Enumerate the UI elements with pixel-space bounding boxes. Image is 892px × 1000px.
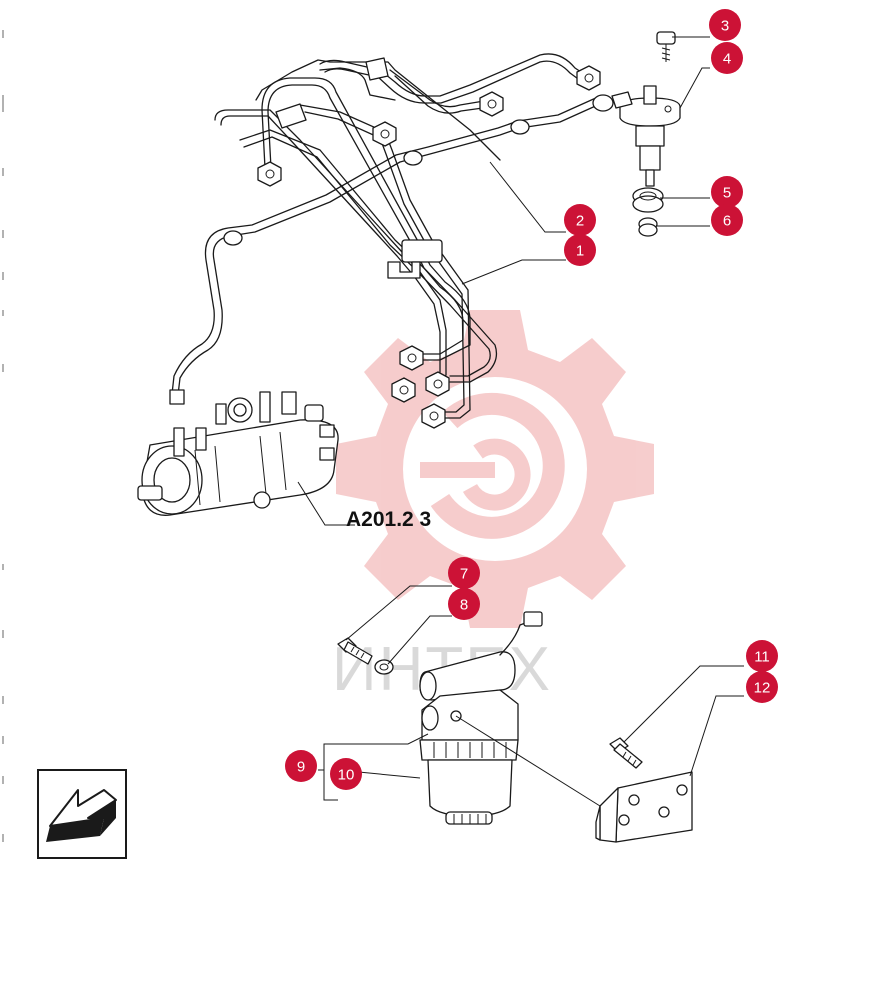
arrow-back-icon <box>46 789 117 842</box>
callout-badge-7[interactable]: 7 <box>448 557 480 589</box>
callout-label: 3 <box>721 18 729 35</box>
fuel-filter-assembly <box>337 611 693 843</box>
callout-badge-5[interactable]: 5 <box>711 176 743 208</box>
callout-badge-1[interactable]: 1 <box>564 234 596 266</box>
pipe-nuts <box>257 65 601 429</box>
callout-label: 5 <box>723 185 731 202</box>
leader-lines <box>318 36 744 801</box>
injection-lines-bundle <box>214 53 591 419</box>
callout-label: 12 <box>754 680 771 697</box>
nav-arrow-box[interactable] <box>37 769 127 859</box>
callout-label: 8 <box>460 597 468 614</box>
callout-label: 9 <box>297 759 305 776</box>
callout-label: 6 <box>723 213 731 230</box>
callout-badge-3[interactable]: 3 <box>709 9 741 41</box>
callout-badge-9[interactable]: 9 <box>285 750 317 782</box>
callout-badge-8[interactable]: 8 <box>448 588 480 620</box>
callout-badge-4[interactable]: 4 <box>711 42 743 74</box>
callout-label: 1 <box>576 243 584 260</box>
callout-badge-6[interactable]: 6 <box>711 204 743 236</box>
callout-label: 2 <box>576 213 584 230</box>
injector-assembly <box>611 31 681 237</box>
pump-reference-label: A201.2 3 <box>346 508 431 531</box>
callout-label: 4 <box>723 51 731 68</box>
leak-off-line <box>169 94 614 405</box>
callout-badge-2[interactable]: 2 <box>564 204 596 236</box>
callout-badge-10[interactable]: 10 <box>330 758 362 790</box>
injection-pump <box>137 391 355 526</box>
watermark-gear-logo <box>336 310 654 628</box>
callout-badge-12[interactable]: 12 <box>746 671 778 703</box>
callout-label: 11 <box>754 649 770 666</box>
callout-badge-11[interactable]: 11 <box>746 640 778 672</box>
callout-label: 10 <box>338 767 355 784</box>
callout-label: 7 <box>460 566 468 583</box>
